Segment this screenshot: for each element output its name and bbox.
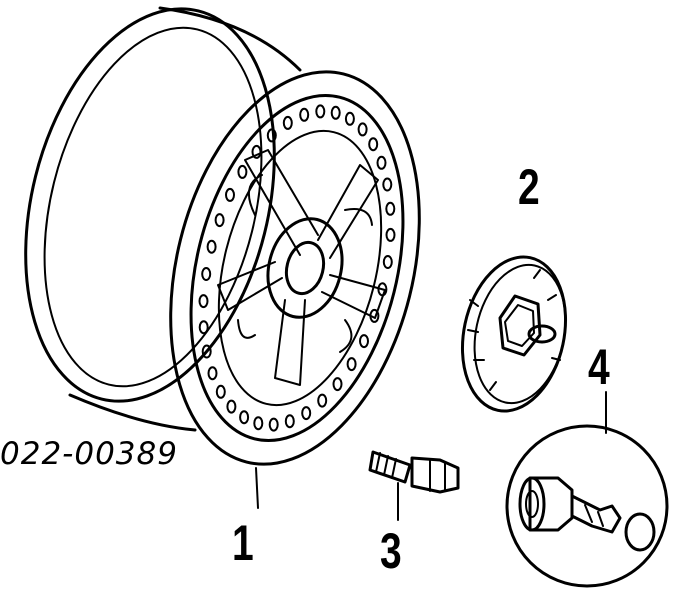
- rivet: [357, 122, 368, 137]
- wheel-illustration: [24, 6, 421, 509]
- rivet: [315, 104, 326, 119]
- rivet: [226, 399, 237, 414]
- rivet: [382, 177, 393, 192]
- callout-2: 2: [518, 159, 540, 215]
- rivet: [266, 128, 277, 143]
- rivet: [376, 155, 387, 170]
- callout-4: 4: [588, 339, 610, 395]
- rivet: [301, 406, 312, 421]
- rivet: [214, 213, 225, 228]
- rivet: [359, 334, 369, 349]
- callout-3: 3: [380, 523, 402, 579]
- rivet: [344, 111, 355, 126]
- rivet: [382, 255, 393, 269]
- rivet: [385, 227, 396, 242]
- rivet: [207, 366, 218, 381]
- rivet: [239, 410, 250, 425]
- rivet: [346, 357, 357, 372]
- rivet: [330, 105, 341, 120]
- center-cap-illustration: [460, 255, 568, 413]
- rivet: [198, 320, 209, 335]
- rivet: [299, 107, 310, 122]
- rivet: [198, 294, 209, 309]
- rivet: [206, 239, 217, 254]
- rivet: [385, 201, 396, 216]
- wheel-lock-illustration: [505, 391, 669, 588]
- rivet: [268, 417, 279, 432]
- rim-rivets: [198, 104, 396, 432]
- callout-1: 1: [232, 515, 254, 571]
- rivet: [225, 187, 235, 202]
- rivet: [237, 164, 248, 179]
- rivet: [317, 393, 328, 408]
- rivet: [284, 414, 295, 429]
- rivet: [253, 416, 264, 431]
- rivet: [201, 344, 212, 359]
- lug-bolt-illustration: [368, 450, 460, 521]
- rivet: [215, 384, 226, 399]
- rivet: [368, 137, 379, 152]
- rivet: [251, 144, 262, 159]
- rivet: [332, 377, 343, 392]
- rivet: [282, 115, 293, 130]
- rivet: [201, 267, 212, 281]
- part-number-label: 022-00389: [0, 436, 178, 472]
